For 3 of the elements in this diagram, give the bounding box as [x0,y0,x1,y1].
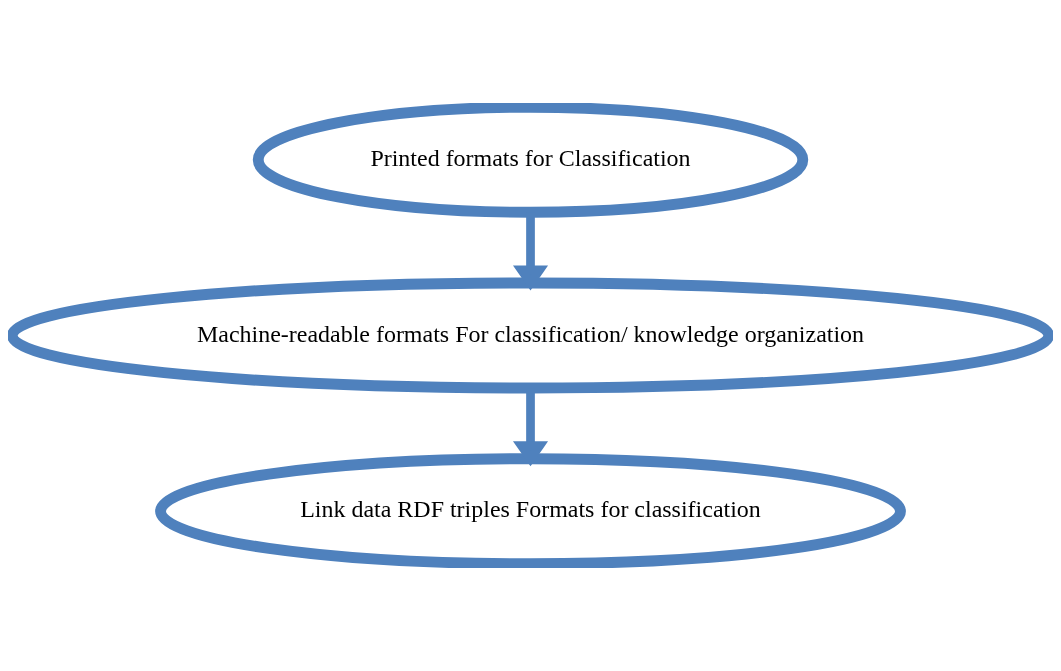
node-ellipse: Printed formats for Classification [252,103,809,218]
node-ellipse: Machine-readable formats For classification/ knowledge organization [8,277,1053,394]
node-ellipse: Link data RDF triples Formats for classification [155,453,906,568]
